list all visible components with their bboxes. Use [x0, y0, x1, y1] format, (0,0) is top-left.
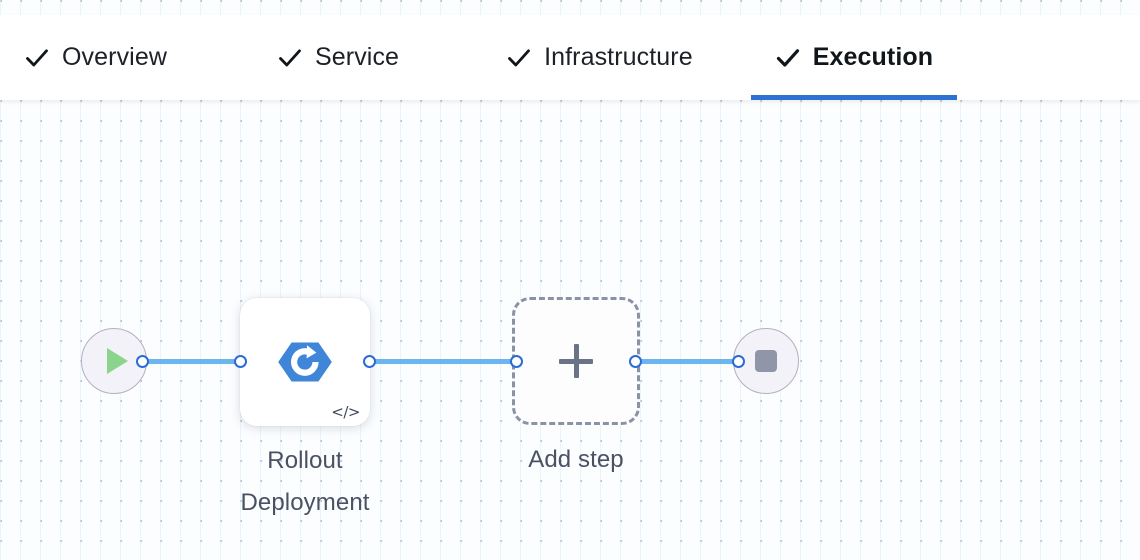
plus-icon	[559, 344, 593, 378]
edge-rollout-to-add-step[interactable]	[372, 359, 518, 364]
edge-start-to-rollout[interactable]	[146, 359, 244, 364]
tab-overview[interactable]: Overview	[0, 15, 191, 100]
port-rollout-output[interactable]	[363, 355, 376, 368]
port-add-step-input[interactable]	[510, 355, 523, 368]
check-icon	[775, 45, 801, 71]
check-icon	[24, 45, 50, 71]
check-icon	[506, 45, 532, 71]
add-step-node[interactable]	[512, 297, 640, 425]
code-icon[interactable]: </>	[331, 403, 360, 421]
tab-infrastructure[interactable]: Infrastructure	[482, 15, 717, 100]
tab-execution[interactable]: Execution	[750, 15, 958, 100]
step-card[interactable]: </>	[240, 298, 370, 426]
rollout-deployment-icon	[277, 334, 333, 390]
pipeline-graph: </> Rollout Deployment Add step	[0, 100, 1140, 560]
port-rollout-input[interactable]	[234, 355, 247, 368]
edge-add-step-to-end[interactable]	[638, 359, 740, 364]
stage-tabs: Overview Service Infrastructure	[0, 15, 958, 100]
rollout-deployment-label: Rollout Deployment	[240, 447, 370, 516]
port-end-input[interactable]	[732, 355, 745, 368]
tab-service-label: Service	[315, 43, 400, 71]
tab-execution-label: Execution	[812, 43, 934, 71]
play-icon	[106, 348, 128, 374]
tab-service[interactable]: Service	[253, 15, 423, 100]
tab-infrastructure-label: Infrastructure	[544, 43, 693, 71]
port-add-step-output[interactable]	[629, 355, 642, 368]
add-step-box[interactable]	[512, 297, 640, 425]
rollout-deployment-step[interactable]: </>	[240, 298, 370, 426]
check-icon	[277, 45, 303, 71]
tab-overview-label: Overview	[62, 43, 167, 71]
stop-icon	[755, 350, 777, 372]
port-start-output[interactable]	[136, 355, 149, 368]
stage-tab-bar: Overview Service Infrastructure	[0, 15, 1140, 100]
add-step-label: Add step	[528, 446, 624, 473]
